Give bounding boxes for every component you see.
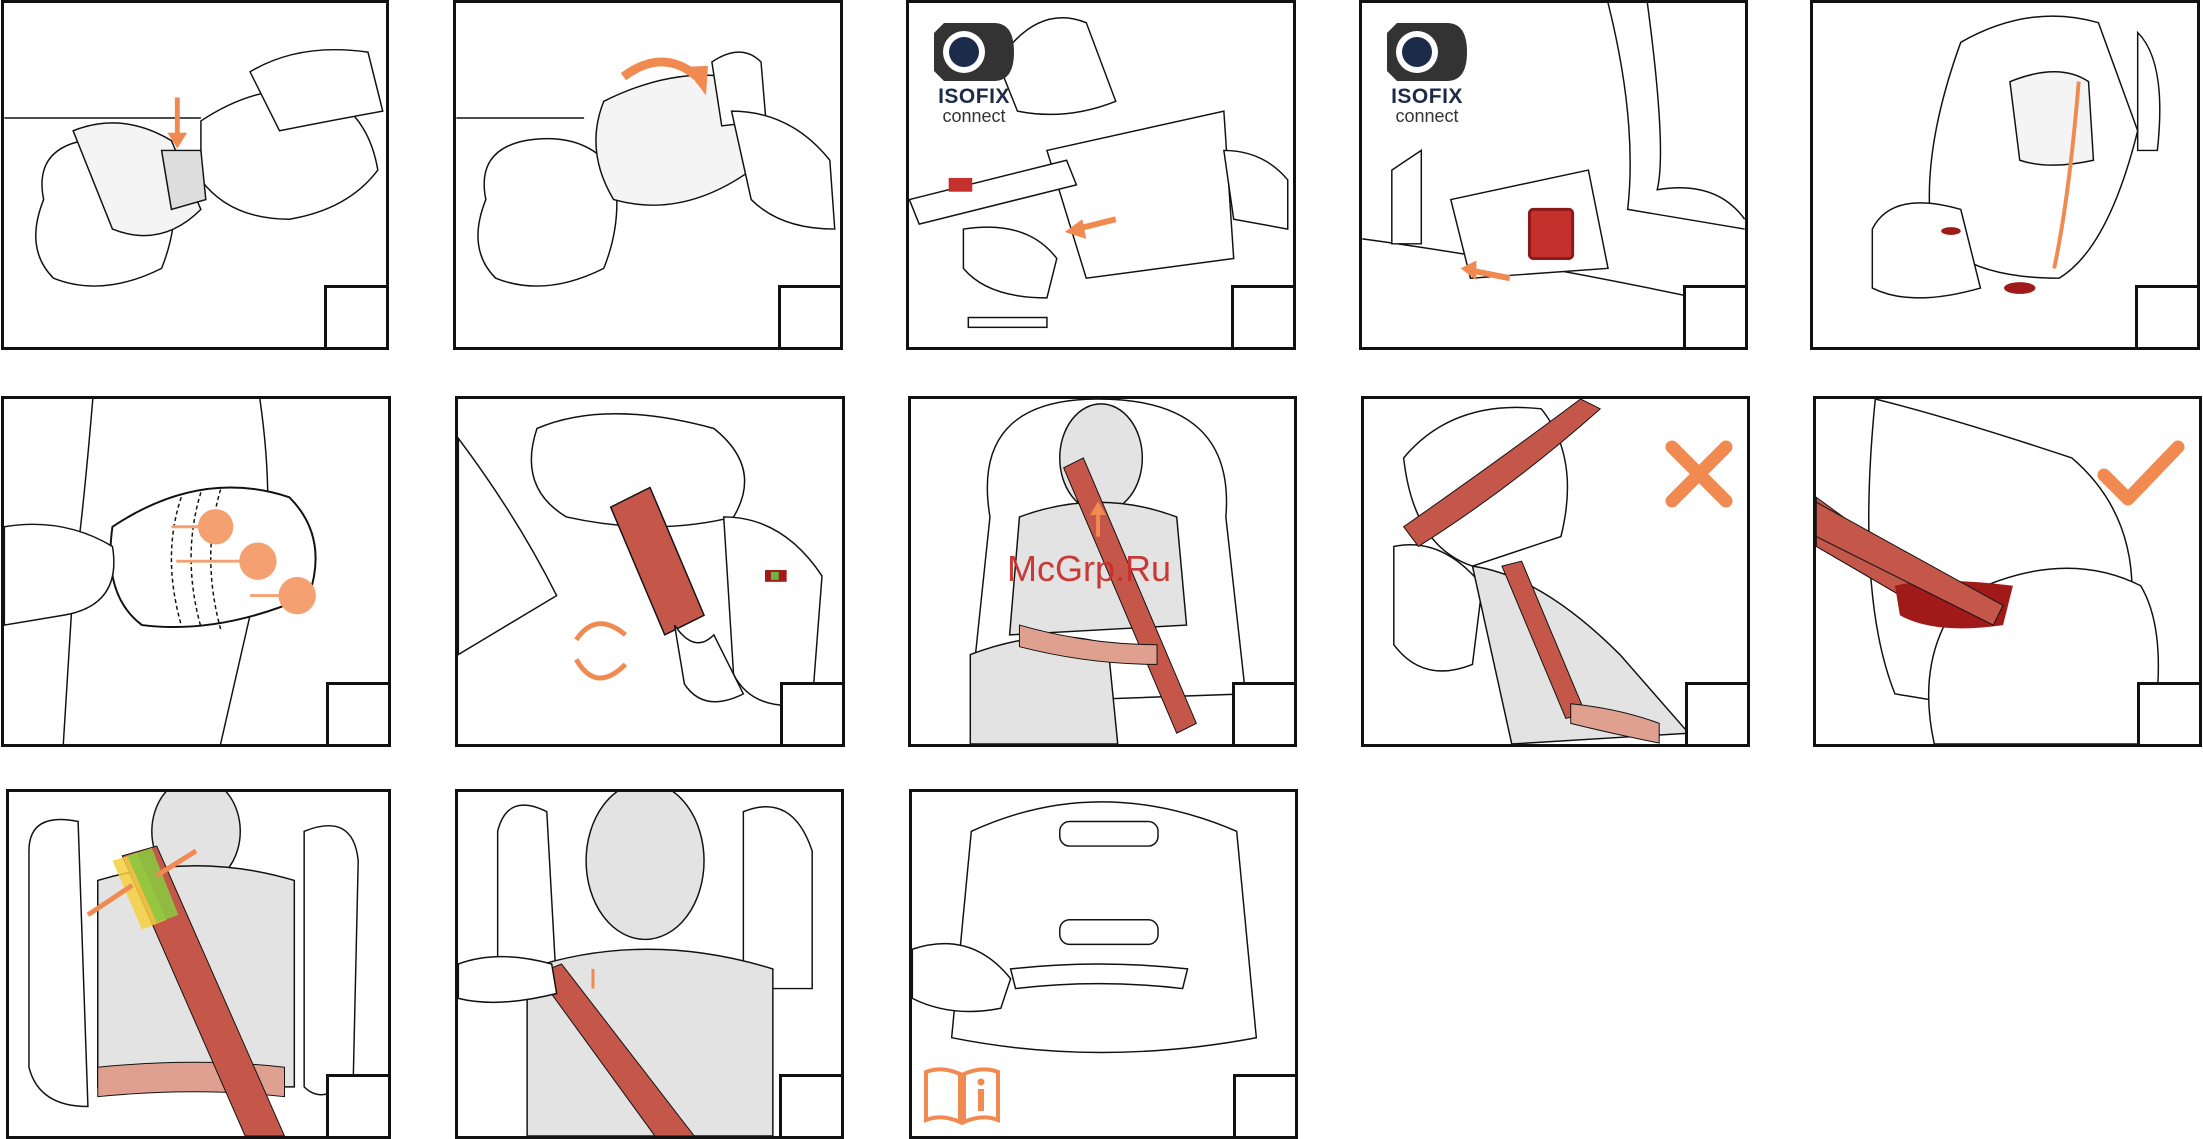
- step-number-box: [780, 682, 842, 744]
- panel-correct-routing: [1813, 396, 2202, 747]
- panel-insert-pull-down: [1, 0, 389, 350]
- step-number-box: [326, 1074, 388, 1136]
- step-number-box: [1685, 682, 1747, 744]
- step-number-box: [326, 682, 388, 744]
- panel-headrest-adjust: [1, 396, 391, 747]
- panel-isofix-extend: ISOFIX connect: [906, 0, 1296, 350]
- isofix-connect-logo: ISOFIX connect: [929, 23, 1019, 124]
- step-number-box: [2135, 285, 2197, 347]
- check-icon: [2096, 439, 2186, 509]
- step-number-box: [2137, 682, 2199, 744]
- step-number-box: [779, 1074, 841, 1136]
- isofix-logo-icon: [1387, 23, 1467, 81]
- panel-rotate-headrest: [453, 0, 843, 350]
- panel-belt-lap-guide: [455, 396, 845, 747]
- cross-icon: [1664, 439, 1734, 509]
- step-number-box: [1683, 285, 1745, 347]
- panel-wrong-routing: [1361, 396, 1750, 747]
- step-number-box: [1233, 1074, 1295, 1136]
- step-number-box: [1232, 682, 1294, 744]
- isofix-logo-icon: [934, 23, 1014, 81]
- step-number-box: [324, 285, 386, 347]
- isofix-subtitle: connect: [1382, 108, 1472, 124]
- isofix-subtitle: connect: [929, 108, 1019, 124]
- watermark-text: McGrp.Ru: [1007, 548, 1171, 590]
- isofix-connect-logo: ISOFIX connect: [1382, 23, 1472, 124]
- panel-shoulder-belt-adjust: [455, 789, 844, 1139]
- step-number-box: [1231, 285, 1293, 347]
- panel-isofix-guide: ISOFIX connect: [1359, 0, 1748, 350]
- step-number-box: [778, 285, 840, 347]
- panel-manual-info: [909, 789, 1298, 1139]
- book-info-icon: [922, 1062, 1002, 1126]
- isofix-title: ISOFIX: [929, 86, 1019, 108]
- panel-shoulder-belt-position: [6, 789, 391, 1139]
- panel-seat-release: [1810, 0, 2200, 350]
- isofix-title: ISOFIX: [1382, 86, 1472, 108]
